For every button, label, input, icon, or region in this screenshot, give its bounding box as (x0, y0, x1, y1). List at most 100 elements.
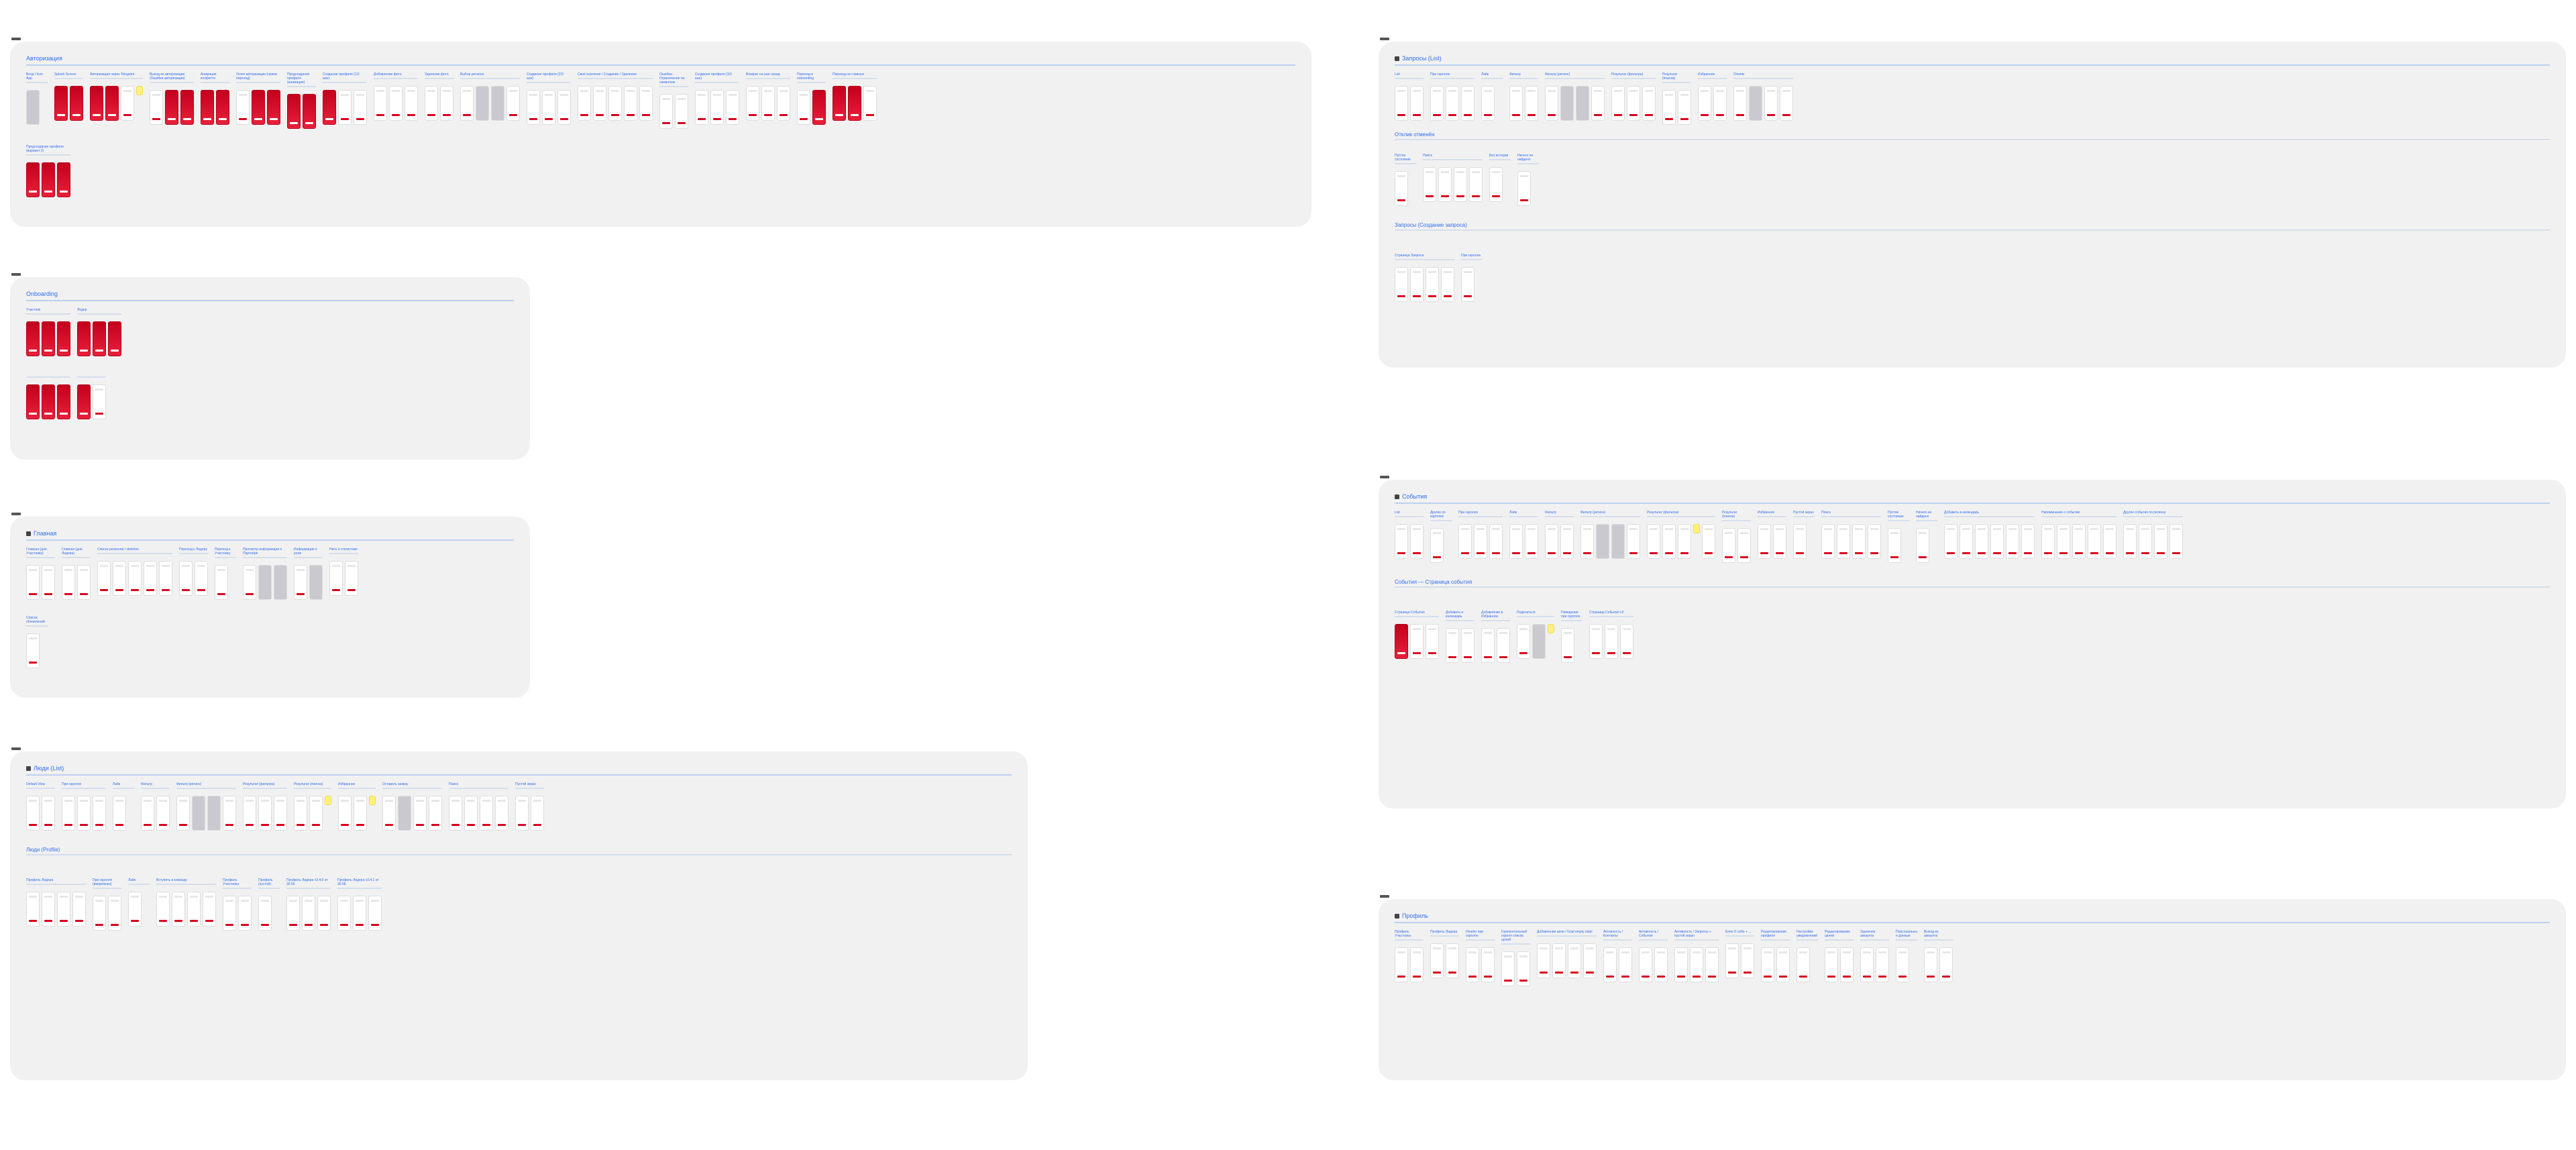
screen-frame[interactable] (1517, 624, 1530, 659)
screen-frame[interactable] (1627, 86, 1640, 121)
screen-frame[interactable] (2041, 524, 2055, 559)
screen-frame[interactable] (203, 892, 216, 927)
screen-frame[interactable] (1410, 624, 1424, 659)
screen-frame[interactable] (1627, 524, 1640, 559)
screen-frame[interactable] (337, 896, 351, 931)
screen-frame[interactable] (1469, 167, 1483, 202)
screen-frame[interactable] (1461, 628, 1474, 663)
screen-frame[interactable] (1441, 267, 1454, 302)
screen-frame[interactable] (159, 561, 172, 596)
screen-frame[interactable] (1776, 947, 1790, 982)
screen-frame[interactable] (1896, 947, 1909, 982)
screen-frame[interactable] (62, 796, 75, 831)
screen-frame[interactable] (1410, 524, 1424, 559)
screen-frame[interactable] (1960, 524, 1973, 559)
screen-frame[interactable] (141, 796, 154, 831)
screen-frame[interactable] (1761, 947, 1774, 982)
section-frame-tag[interactable] (11, 273, 21, 276)
screen-frame[interactable] (812, 90, 826, 125)
screen-frame[interactable] (2021, 524, 2035, 559)
screen-frame[interactable] (1825, 947, 1838, 982)
screen-frame[interactable] (833, 86, 846, 121)
screen-frame[interactable] (515, 796, 529, 831)
screen-frame[interactable] (1662, 524, 1676, 559)
screen-frame[interactable] (2057, 524, 2070, 559)
screen-frame[interactable] (578, 86, 591, 121)
screen-frame[interactable] (542, 90, 555, 125)
screen-frame[interactable] (113, 561, 126, 596)
screen-frame[interactable] (309, 796, 323, 831)
screen-frame[interactable] (425, 86, 438, 121)
screen-frame[interactable] (1423, 167, 1436, 202)
screen-frame[interactable] (1722, 528, 1735, 563)
screen-frame[interactable] (26, 633, 40, 668)
screen-frame[interactable] (531, 796, 544, 831)
screen-frame[interactable] (1888, 528, 1901, 563)
screen-frame[interactable] (1481, 947, 1495, 982)
screen-frame[interactable] (1758, 524, 1771, 559)
screen-frame[interactable] (2088, 524, 2101, 559)
screen-frame[interactable] (1764, 86, 1778, 121)
screen-frame[interactable] (77, 796, 91, 831)
screen-frame[interactable] (1430, 528, 1444, 563)
screen-frame[interactable] (93, 384, 106, 419)
screen-frame[interactable] (252, 90, 265, 125)
screen-frame[interactable] (1583, 943, 1597, 978)
screen-frame[interactable] (144, 561, 157, 596)
screen-frame[interactable] (1545, 524, 1558, 559)
screen-frame[interactable] (303, 94, 316, 129)
screen-frame[interactable] (1517, 951, 1530, 986)
screen-frame[interactable] (1481, 628, 1495, 663)
screen-frame[interactable] (26, 796, 40, 831)
screen-frame[interactable] (317, 896, 331, 931)
screen-frame[interactable] (77, 321, 91, 356)
screen-frame[interactable] (1489, 167, 1503, 202)
screen-frame[interactable] (1605, 624, 1618, 659)
screen-frame[interactable] (1860, 947, 1874, 982)
screen-frame[interactable] (128, 561, 142, 596)
screen-frame[interactable] (1647, 524, 1660, 559)
screen-frame[interactable] (42, 384, 55, 419)
screen-frame[interactable] (42, 321, 55, 356)
screen-frame[interactable] (236, 90, 250, 125)
screen-frame[interactable] (354, 90, 367, 125)
screen-frame[interactable] (1678, 524, 1691, 559)
screen-frame[interactable] (165, 90, 178, 125)
section-title[interactable]: Люди (List) (26, 765, 1012, 776)
screen-frame[interactable] (2006, 524, 2019, 559)
screen-frame[interactable] (491, 86, 504, 121)
screen-frame[interactable] (345, 561, 358, 596)
screen-frame[interactable] (1525, 524, 1538, 559)
screen-frame[interactable] (1611, 524, 1625, 559)
section-frame-tag[interactable] (1380, 476, 1389, 478)
screen-frame[interactable] (374, 86, 387, 121)
screen-frame[interactable] (1749, 86, 1762, 121)
sticky-note[interactable] (1548, 624, 1554, 633)
screen-frame[interactable] (1741, 943, 1754, 978)
screen-frame[interactable] (1568, 943, 1581, 978)
screen-frame[interactable] (195, 561, 208, 596)
screen-frame[interactable] (302, 896, 315, 931)
screen-frame[interactable] (1461, 267, 1474, 302)
section-title[interactable]: Профиль (1395, 912, 2550, 923)
screen-frame[interactable] (639, 86, 653, 121)
screen-frame[interactable] (223, 896, 236, 931)
section-frame-tag[interactable] (11, 513, 21, 515)
screen-frame[interactable] (90, 86, 103, 121)
screen-frame[interactable] (1537, 943, 1550, 978)
screen-frame[interactable] (1552, 943, 1566, 978)
screen-frame[interactable] (1737, 528, 1751, 563)
screen-frame[interactable] (156, 796, 170, 831)
screen-frame[interactable] (480, 796, 493, 831)
section-title[interactable]: Авторизация (26, 55, 1295, 66)
screen-frame[interactable] (1580, 524, 1594, 559)
screen-frame[interactable] (215, 565, 228, 600)
screen-frame[interactable] (1426, 624, 1439, 659)
screen-frame[interactable] (1821, 524, 1835, 559)
screen-frame[interactable] (156, 892, 170, 927)
screen-frame[interactable] (1975, 524, 1988, 559)
screen-frame[interactable] (42, 796, 55, 831)
screen-frame[interactable] (113, 796, 126, 831)
screen-frame[interactable] (608, 86, 622, 121)
screen-frame[interactable] (1690, 947, 1703, 982)
